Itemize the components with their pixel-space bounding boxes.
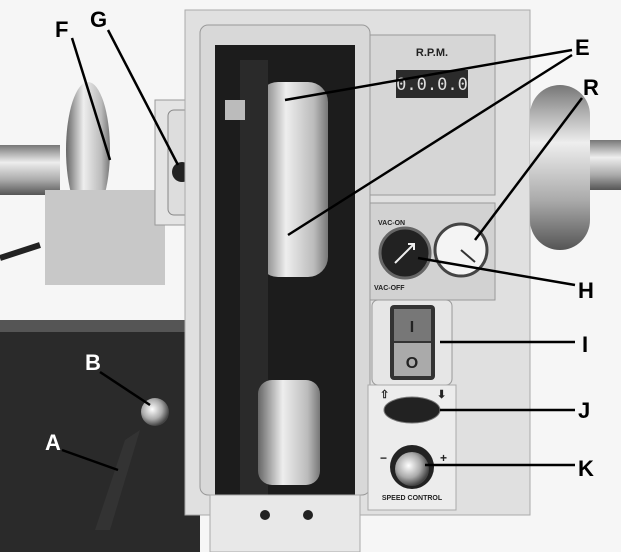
rpm-readout: 0.0.0.0: [396, 75, 468, 95]
vac-off-text: VAC-OFF: [374, 285, 405, 292]
callout-r: R: [583, 75, 599, 100]
callout-b: B: [85, 350, 101, 375]
callout-f: F: [55, 17, 68, 42]
lathe-bed: [0, 320, 200, 552]
switch-on-symbol: I: [410, 319, 414, 336]
speed-control-knob[interactable]: [395, 452, 429, 486]
motor-pulley-lower: [258, 380, 320, 485]
plus-symbol: +: [440, 451, 447, 465]
direction-switch[interactable]: [383, 396, 441, 424]
callout-j: J: [578, 398, 590, 423]
spindle: [0, 145, 60, 195]
down-arrow-icon: ⬇: [437, 389, 446, 401]
callout-h: H: [578, 278, 594, 303]
headstock-casting: [45, 190, 165, 285]
rpm-panel: [369, 34, 496, 196]
up-arrow-icon: ⇧: [380, 389, 389, 401]
switch-off-symbol: O: [406, 355, 418, 372]
lock-lever[interactable]: [95, 430, 140, 530]
callout-a: A: [45, 430, 61, 455]
callout-k: K: [578, 456, 594, 481]
callout-e: E: [575, 35, 590, 60]
minus-symbol: −: [380, 451, 387, 465]
rpm-title: R.P.M.: [416, 47, 448, 59]
callout-i: I: [582, 332, 588, 357]
speed-control-text: SPEED CONTROL: [382, 495, 443, 502]
handwheel: [66, 82, 110, 218]
vac-on-text: VAC-ON: [378, 220, 405, 227]
callout-g: G: [90, 7, 107, 32]
arrow-icon: [394, 243, 415, 264]
motor-pulley-upper: [258, 82, 328, 277]
leader-lines: [61, 29, 583, 472]
